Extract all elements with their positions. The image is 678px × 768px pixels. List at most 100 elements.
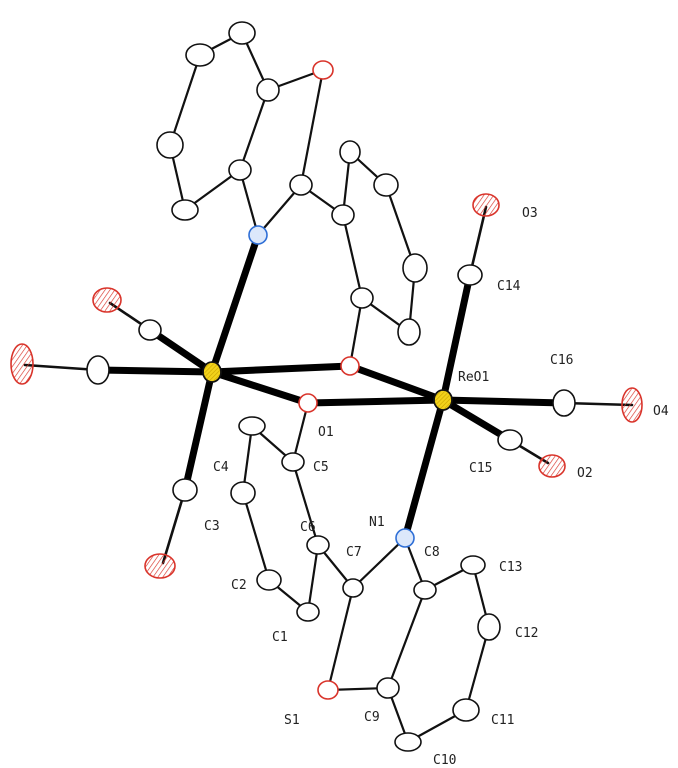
bond-c9-c8 (386, 588, 427, 690)
label-c13: C13 (499, 560, 522, 575)
label-o3: O3 (522, 206, 538, 221)
label-c16: C16 (550, 353, 573, 368)
bond-re1-o1 (304, 396, 447, 407)
c-left-atom (86, 355, 110, 385)
bond-re2-n2 (208, 231, 262, 376)
bond-upper-c9 (299, 68, 325, 187)
bond-upper-c3 (384, 183, 417, 270)
label-o4: O4 (653, 404, 669, 419)
bond-re2-o1 (208, 368, 312, 407)
c9-atom (376, 677, 400, 699)
bond-re2-o1b (208, 362, 354, 376)
label-c2: C2 (231, 578, 247, 593)
c-lower-left-atom (172, 478, 198, 502)
bond-c7-s1 (326, 586, 355, 692)
re-atom-2-shade (202, 361, 222, 383)
bond-o1-c5 (291, 401, 310, 464)
c-upper-c-atom (402, 253, 428, 283)
label-c11: C11 (491, 713, 514, 728)
label-c6: C6 (300, 520, 316, 535)
label-c9: C9 (364, 710, 380, 725)
n2-atom (248, 225, 268, 245)
bond-upper-c6 (341, 213, 364, 300)
bond-upper-c15 (168, 53, 202, 147)
label-c14: C14 (497, 279, 521, 294)
bond-re1-c16 (439, 396, 568, 407)
o-left-atom (10, 343, 34, 385)
c13-atom (460, 555, 486, 575)
c8-atom (413, 580, 437, 600)
c3-atom (230, 481, 256, 505)
bond-c1-c6 (306, 543, 320, 614)
label-c3: C3 (204, 519, 220, 534)
c-upper-h-atom (256, 78, 280, 102)
c-upper-l-atom (156, 131, 184, 159)
label-n1: N1 (369, 515, 385, 530)
n1-atom (395, 528, 415, 548)
c4-atom (238, 416, 266, 436)
bond-c14-o3 (468, 205, 488, 277)
bond-re1-c14 (439, 271, 474, 404)
re-atom-1-shade (433, 389, 453, 411)
bond-re2-c-left (94, 366, 216, 376)
c12-atom (477, 613, 501, 641)
o3-atom (472, 193, 500, 217)
c-upper-k-atom (185, 43, 215, 67)
c-upper-m-atom (171, 199, 199, 221)
label-s1: S1 (284, 713, 300, 728)
label-c1: C1 (272, 630, 288, 645)
bond-re1-c15 (439, 396, 514, 444)
o1-atom (298, 393, 318, 413)
bond-c6-c5 (291, 460, 320, 547)
c14-atom (457, 264, 483, 286)
c11-atom (452, 698, 480, 722)
c16-atom (552, 389, 576, 417)
atoms (10, 21, 643, 752)
bond-c-o-lower-left (161, 488, 187, 565)
o-lower-left-atom (144, 553, 176, 579)
label-c5: C5 (313, 460, 329, 475)
bond-c12-c11 (464, 625, 491, 712)
c5-atom (281, 452, 305, 472)
bond-ob-c (348, 296, 364, 368)
label-c4: C4 (213, 460, 229, 475)
o1b-atom (340, 356, 360, 376)
c-upper-j-atom (228, 21, 256, 45)
label-c10: C10 (433, 753, 456, 768)
label-c12: C12 (515, 626, 538, 641)
c10-atom (394, 732, 422, 752)
c-upper-b-atom (397, 318, 421, 346)
bond-c-o-left (23, 363, 100, 372)
c7-atom (342, 578, 364, 598)
bond-re2-c-upper (146, 326, 216, 376)
c1-atom (296, 602, 320, 622)
label-c7: C7 (346, 545, 362, 560)
c-upper-f-atom (331, 204, 355, 226)
c-upper-d-atom (373, 173, 399, 197)
s1-atom (317, 680, 339, 700)
atom-labels: O3 C14 C16 ReO1 O4 O1 C15 O2 C4 C5 N1 C3… (204, 206, 669, 768)
o2-atom (538, 454, 566, 478)
c-upper-left-atom (138, 319, 162, 341)
o4-atom (621, 387, 643, 423)
bond-c3-c2 (241, 491, 271, 582)
bond-upper-c11 (238, 88, 270, 172)
s2-atom (312, 60, 334, 80)
bond-re1-o1b (346, 362, 447, 404)
c-upper-e-atom (339, 140, 361, 164)
c2-atom (256, 569, 282, 591)
label-c15: C15 (469, 461, 492, 476)
bond-upper-c12 (238, 168, 260, 237)
c-upper-a-atom (350, 287, 374, 309)
o-upper-left-atom (92, 287, 122, 313)
bond-c7-n1 (351, 536, 407, 590)
label-o1: O1 (318, 425, 334, 440)
bond-re1-n1 (401, 396, 447, 542)
bond-re2-c-lower (181, 368, 216, 494)
label-o2: O2 (577, 466, 593, 481)
c6-atom (306, 535, 330, 555)
label-reo1: ReO1 (458, 370, 489, 385)
label-c8: C8 (424, 545, 440, 560)
c15-atom (497, 429, 523, 451)
